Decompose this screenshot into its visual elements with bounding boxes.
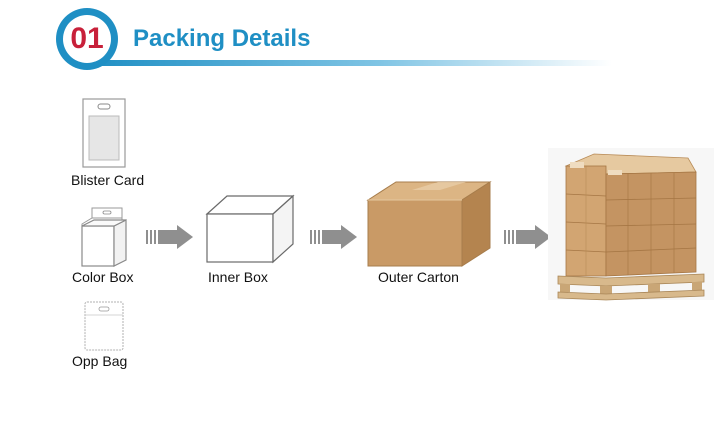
blister-card-icon xyxy=(82,98,126,168)
header-badge xyxy=(63,15,111,63)
inner-box-label: Inner Box xyxy=(208,269,268,285)
outer-carton-label: Outer Carton xyxy=(378,269,459,285)
page-title: Packing Details xyxy=(133,25,311,52)
opp-bag-icon xyxy=(84,301,124,351)
arrow-right-icon xyxy=(146,225,193,249)
color-box-icon xyxy=(81,207,127,267)
pallet-icon xyxy=(548,148,714,301)
arrow-right-icon xyxy=(504,225,551,249)
outer-carton-icon xyxy=(366,181,492,267)
header-underline xyxy=(92,60,612,66)
opp-bag-label: Opp Bag xyxy=(72,353,128,369)
section-number: 01 xyxy=(70,22,104,55)
blister-card-label: Blister Card xyxy=(71,172,145,188)
color-box-label: Color Box xyxy=(72,269,134,285)
inner-box-icon xyxy=(205,194,295,264)
arrow-right-icon xyxy=(310,225,357,249)
